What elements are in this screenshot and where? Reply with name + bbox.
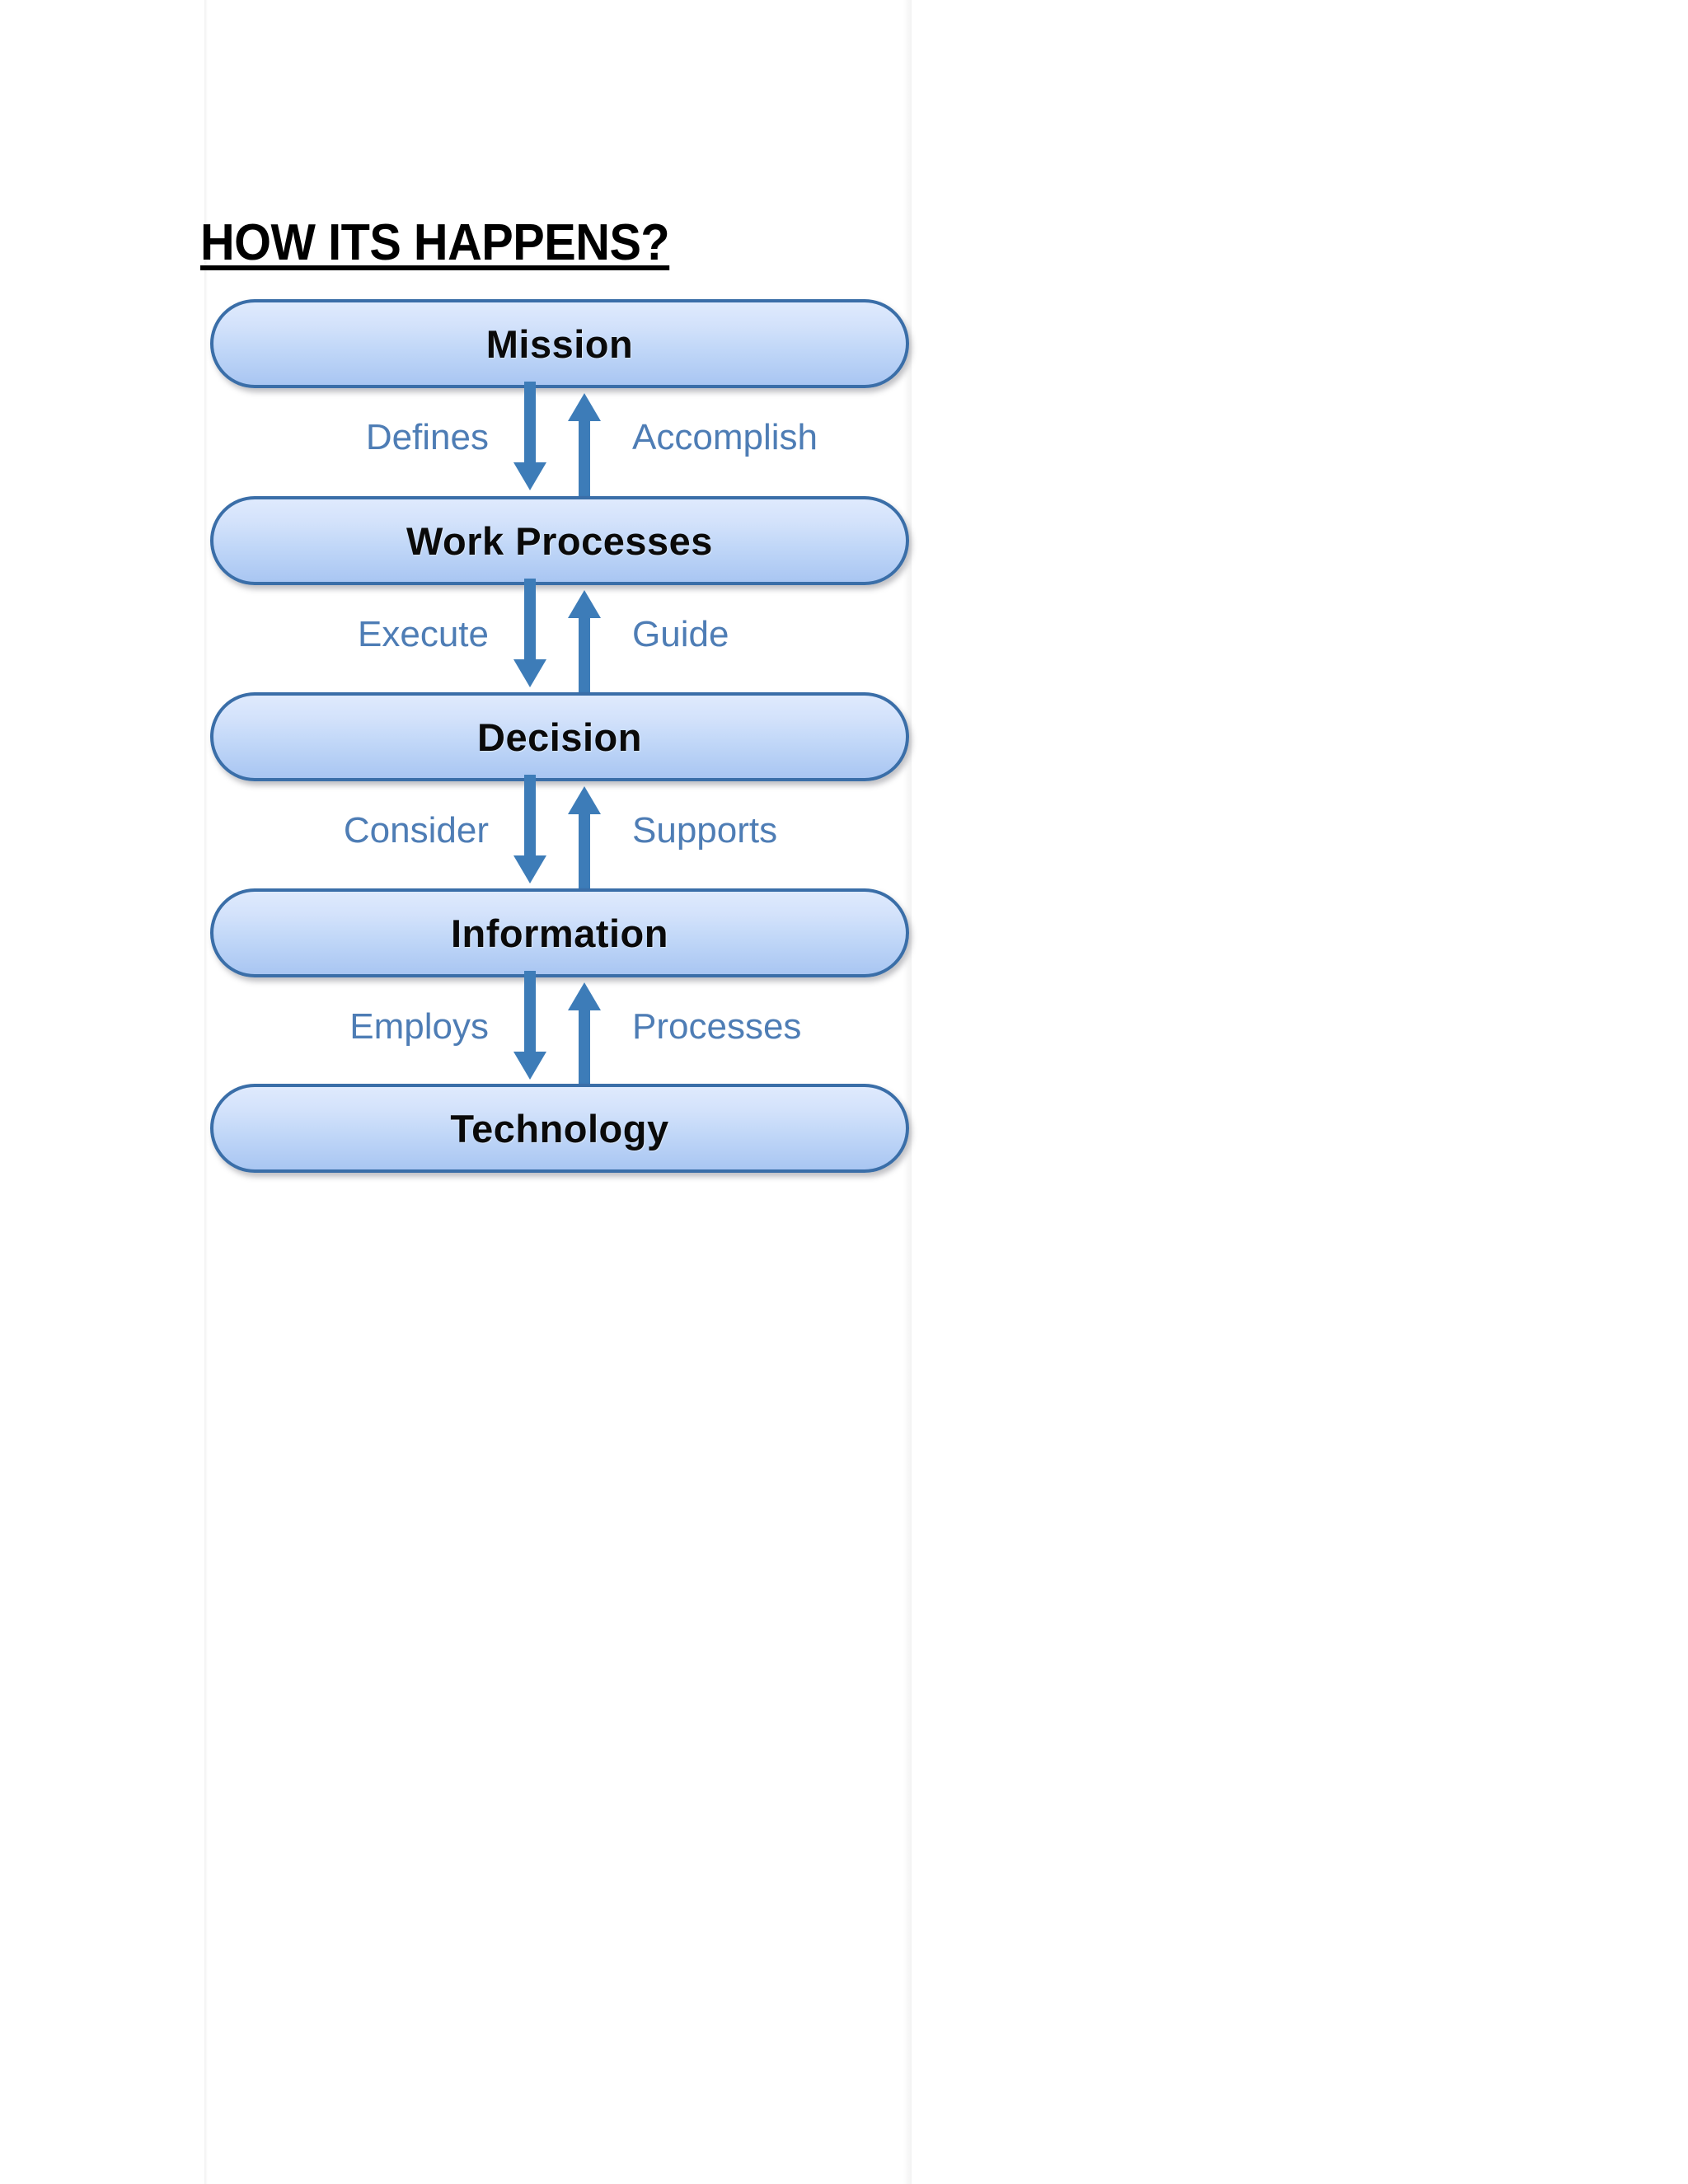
arrow-up-icon <box>568 982 601 1092</box>
node-label: Mission <box>485 321 634 366</box>
edge-arrows <box>513 971 601 1092</box>
node-information[interactable]: Information <box>210 888 909 977</box>
edge-label-down: Employs <box>349 1006 489 1047</box>
arrow-up-icon <box>568 786 601 896</box>
node-work-processes[interactable]: Work Processes <box>210 496 909 585</box>
edge-label-up: Accomplish <box>632 417 818 457</box>
edge-group-decision-information: Consider Supports <box>210 775 909 896</box>
edge-label-up: Processes <box>632 1006 802 1047</box>
node-label: Technology <box>450 1106 669 1151</box>
arrow-down-icon <box>513 971 546 1080</box>
edge-arrows <box>513 382 601 503</box>
edge-arrows <box>513 579 601 700</box>
edge-group-work-processes-decision: Execute Guide <box>210 579 909 700</box>
edge-label-up: Supports <box>632 810 778 851</box>
edge-label-down: Defines <box>365 417 489 457</box>
edge-label-up: Guide <box>632 614 729 654</box>
node-decision[interactable]: Decision <box>210 692 909 781</box>
arrow-up-icon <box>568 590 601 700</box>
node-technology[interactable]: Technology <box>210 1084 909 1173</box>
arrow-down-icon <box>513 775 546 883</box>
arrow-down-icon <box>513 382 546 490</box>
node-label: Decision <box>477 715 642 759</box>
edge-group-mission-work-processes: Defines Accomplish <box>210 382 909 503</box>
page-edge-shade-left <box>204 0 208 2184</box>
node-label: Information <box>451 911 668 955</box>
edge-arrows <box>513 775 601 896</box>
arrow-down-icon <box>513 579 546 687</box>
node-mission[interactable]: Mission <box>210 299 909 388</box>
flow-diagram: Mission Defines Accomplish Work Processe… <box>210 299 909 1178</box>
arrow-up-icon <box>568 393 601 503</box>
edge-label-down: Consider <box>343 810 489 851</box>
edge-group-information-technology: Employs Processes <box>210 971 909 1092</box>
node-label: Work Processes <box>406 518 713 563</box>
edge-label-down: Execute <box>358 614 489 654</box>
page-title: HOW ITS HAPPENS? <box>200 213 670 271</box>
